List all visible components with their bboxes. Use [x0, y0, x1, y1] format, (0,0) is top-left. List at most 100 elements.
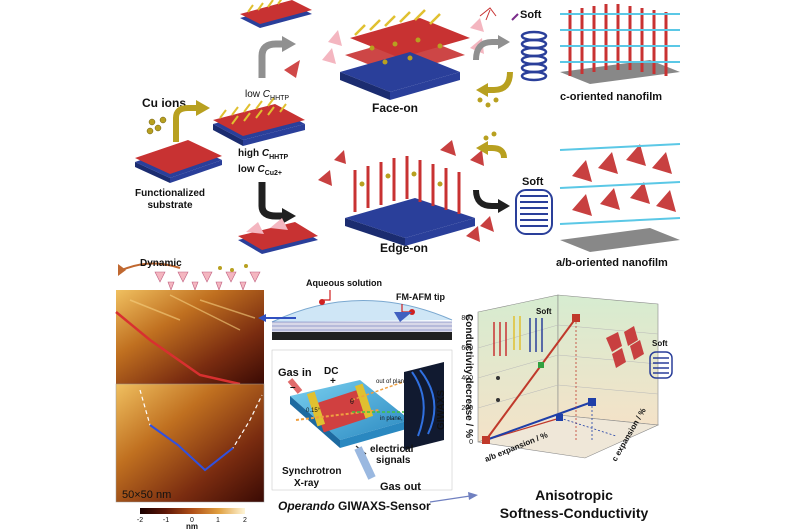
film-layer	[272, 322, 452, 332]
hhtp-triangle-icon	[284, 60, 300, 78]
c-oriented-nanofilm-structure	[560, 4, 680, 84]
synchrotron-label-1: Synchrotron	[282, 466, 341, 477]
afm-tip-label: FM-AFM tip	[396, 292, 445, 302]
cu-ions-label: Cu ions	[142, 96, 186, 110]
colorbar	[140, 508, 245, 514]
synthesis-scheme: Functionalized substrate Cu ions low CHH…	[135, 0, 681, 269]
angle-label: 0.15°	[306, 408, 321, 414]
theta-label: θ	[350, 399, 354, 406]
q-in-label: in plane, q∥(Q₁)	[380, 415, 421, 422]
ab-oriented-label: a/b-oriented nanofilm	[556, 257, 668, 269]
z-tick: 600	[461, 345, 473, 352]
substrate-layer	[272, 332, 452, 340]
xray-beam	[295, 409, 381, 421]
z-tick: 400	[461, 375, 473, 382]
bottom-small-film	[238, 218, 318, 254]
sensor-film	[314, 389, 368, 433]
arrow-to-substrate	[173, 105, 198, 142]
low-ccu-label: low CCu2+	[238, 164, 282, 177]
inset-flat-spring-icon	[649, 351, 673, 379]
soft-label-plot-inset: Soft	[652, 339, 668, 348]
colorbar-tick: 2	[243, 517, 247, 524]
data-point	[572, 314, 580, 322]
cu-ion-cluster	[146, 116, 167, 135]
afm-lattice-line	[149, 424, 234, 472]
flat-spring-icon	[515, 189, 553, 235]
top-small-film	[240, 0, 312, 28]
electrical-label-1: electrical	[370, 444, 414, 455]
afm-step-edge	[115, 311, 241, 386]
afm-tip-icon	[394, 312, 412, 322]
colorbar-tick: -1	[163, 517, 169, 524]
afm-setup: Aqueous solution FM-AFM tip	[258, 278, 453, 340]
giwaxs-sensor: Gas in DC + – out of plane, q⊥(Q₂) in pl…	[271, 349, 478, 513]
z-axis-label: Conductivity decrease / %	[463, 314, 474, 438]
operando-title: Operando GIWAXS-Sensor	[278, 499, 431, 513]
dynamic-label: Dynamic	[140, 258, 182, 269]
scale-label: 50×50 nm	[122, 489, 171, 501]
z-tick: 800	[461, 315, 473, 322]
scan-arrow-icon	[258, 314, 266, 322]
z-tick: 0	[469, 439, 473, 446]
colorbar-unit: nm	[186, 522, 198, 530]
dynamic-triangles	[154, 271, 261, 291]
low-chhtp-label: low CHHTP	[245, 89, 289, 102]
soft-label-mid: Soft	[522, 176, 544, 188]
giwaxs-label: GIWAXS	[436, 390, 447, 430]
gas-out-label: Gas out	[380, 481, 421, 493]
soft-label-plot: Soft	[536, 307, 552, 316]
series-blue-line	[485, 401, 593, 441]
data-point	[588, 398, 596, 406]
functionalized-substrate-film	[135, 140, 222, 183]
anisotropic-title-1: Anisotropic	[535, 487, 613, 503]
gas-out-pipe	[354, 446, 376, 480]
gray-arrow-head-icon	[282, 36, 296, 52]
gas-in-label: Gas in	[278, 367, 312, 379]
face-on-structure	[322, 9, 484, 100]
dc-label: DC	[324, 366, 338, 377]
anisotropic-title-2: Softness-Conductivity	[500, 505, 649, 521]
z-ticks: 0 200 400 600 800	[461, 315, 473, 446]
edge-on-structure	[318, 140, 484, 246]
mid-film	[213, 97, 305, 146]
molecule-sketch-icon	[479, 7, 497, 21]
functionalized-label: Functionalized	[135, 188, 205, 199]
spring-icon	[520, 30, 548, 82]
edge-on-label: Edge-on	[380, 241, 428, 255]
bottom-cycle-arrows	[473, 131, 510, 232]
arrow-head-icon	[196, 100, 210, 116]
gray-arrow	[258, 40, 284, 78]
q-out-label: out of plane, q⊥(Q₂)	[376, 378, 430, 385]
afm-panel: Dynamic 50×50 nm -2 -1 0 1 2 nm	[115, 258, 265, 530]
substrate-label: substrate	[147, 200, 192, 211]
dynamic-arrow-head-icon	[118, 264, 126, 276]
black-arrow-head-icon	[282, 208, 296, 224]
inset-film-stack	[493, 316, 543, 356]
data-point	[556, 414, 563, 421]
top-cycle-arrows	[473, 35, 513, 108]
colorbar-tick: 1	[216, 517, 220, 524]
dynamic-arrow	[121, 262, 181, 271]
ab-oriented-nanofilm-structure	[559, 143, 681, 252]
electrical-label-2: signals	[376, 455, 411, 466]
minus-label: –	[290, 382, 296, 393]
afm-image-bottom	[116, 384, 264, 502]
colorbar-tick: -2	[137, 517, 143, 524]
data-point	[538, 362, 544, 368]
soft-arrow-icon	[511, 13, 519, 21]
gas-in-pipe	[287, 378, 303, 394]
aqueous-label: Aqueous solution	[306, 278, 382, 288]
black-arrow	[258, 182, 284, 220]
high-chhtp-label: high CHHTP	[238, 148, 289, 161]
inset-star-structures	[606, 326, 644, 368]
data-point	[482, 436, 490, 444]
arrow-to-plot-icon	[468, 492, 478, 500]
face-on-label: Face-on	[372, 101, 418, 115]
z-tick: 200	[461, 405, 473, 412]
colorbar-tick: 0	[190, 517, 194, 524]
aqueous-marker-icon	[319, 299, 325, 305]
series-red-line	[485, 317, 577, 441]
soft-label-top: Soft	[520, 9, 542, 21]
conductivity-plot: Conductivity decrease / % 0 200 400 600 …	[461, 294, 673, 521]
